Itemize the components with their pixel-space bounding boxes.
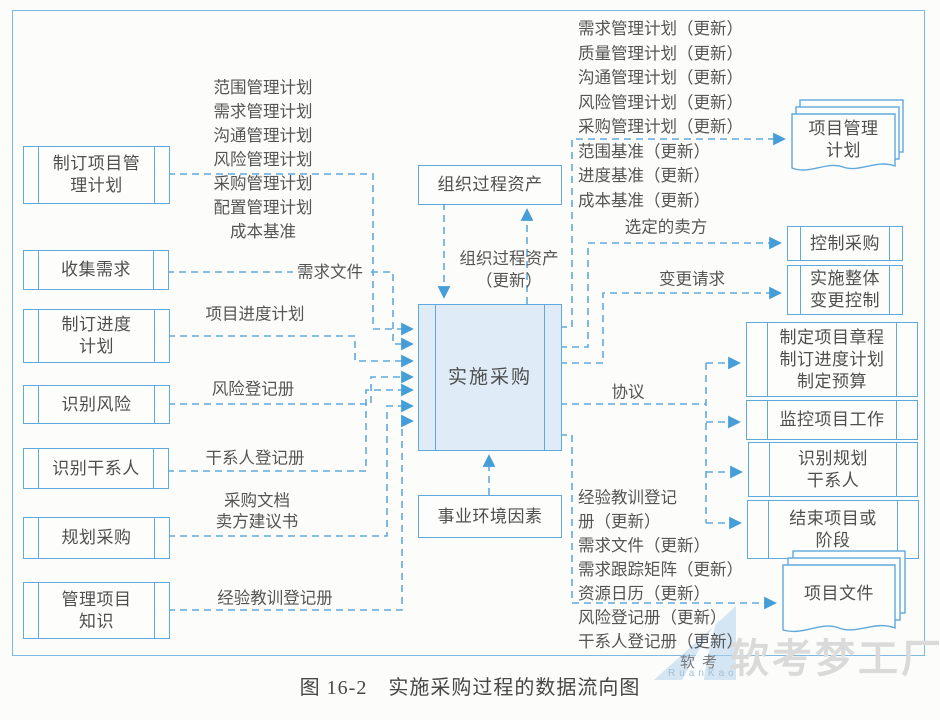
label-procurement-docs: 采购文档 卖方建议书: [215, 491, 299, 531]
label-risk-register: 风险登记册: [211, 379, 295, 399]
label-selected-sellers: 选定的卖方: [624, 217, 708, 237]
doc-label: 项目管理 计划: [808, 119, 879, 160]
box-conduct-procurements: 实施采购: [418, 304, 562, 451]
doc-project-management-plan: 项目管理 计划: [788, 97, 910, 181]
box-enterprise-environmental-factors: 事业环境因素: [418, 495, 562, 538]
box-charter-schedule-budget: 制定项目章程 制订进度计划 制定预算: [746, 322, 918, 397]
box-identify-plan-stakeholders: 识别规划 干系人: [748, 442, 918, 497]
box-organizational-process-assets: 组织过程资产: [418, 165, 562, 205]
box-perform-integrated-change-control: 实施整体 变更控制: [787, 265, 903, 315]
box-control-procurement: 控制采购: [787, 226, 903, 261]
box-identify-risks: 识别风险: [23, 385, 170, 424]
label-pm-plan-updates: 需求管理计划（更新） 质量管理计划（更新） 沟通管理计划（更新） 风险管理计划（…: [578, 19, 743, 210]
box-monitor-project-work: 监控项目工作: [746, 400, 918, 440]
label-pm-plan-inputs: 范围管理计划 需求管理计划 沟通管理计划 风险管理计划 采购管理计划 配置管理计…: [213, 78, 313, 241]
box-develop-project-management-plan: 制订项目管 理计划: [23, 146, 170, 204]
doc-label: 项目文件: [804, 584, 874, 603]
label-agreements: 协议: [611, 382, 645, 402]
diagram-border: [12, 10, 925, 656]
box-manage-project-knowledge: 管理项目 知识: [23, 582, 170, 639]
box-identify-stakeholders: 识别干系人: [23, 448, 169, 489]
box-plan-procurement: 规划采购: [23, 517, 170, 559]
box-develop-schedule: 制订进度 计划: [23, 309, 170, 363]
label-requirements-doc: 需求文件: [293, 261, 367, 283]
label-change-requests: 变更请求: [659, 269, 725, 289]
label-project-doc-updates: 经验教训登记 册（更新） 需求文件（更新） 需求跟踪矩阵（更新） 资源日历（更新…: [578, 488, 743, 651]
label-opa-updates: 组织过程资产 （更新）: [459, 249, 559, 290]
label-project-schedule: 项目进度计划: [205, 304, 305, 324]
figure-caption: 图 16-2 实施采购过程的数据流向图: [299, 677, 641, 699]
doc-project-documents: 项目文件: [779, 548, 911, 640]
label-stakeholder-register: 干系人登记册: [205, 448, 305, 468]
label-lessons-learned: 经验教训登记册: [217, 588, 333, 608]
box-collect-requirements: 收集需求: [23, 250, 169, 290]
